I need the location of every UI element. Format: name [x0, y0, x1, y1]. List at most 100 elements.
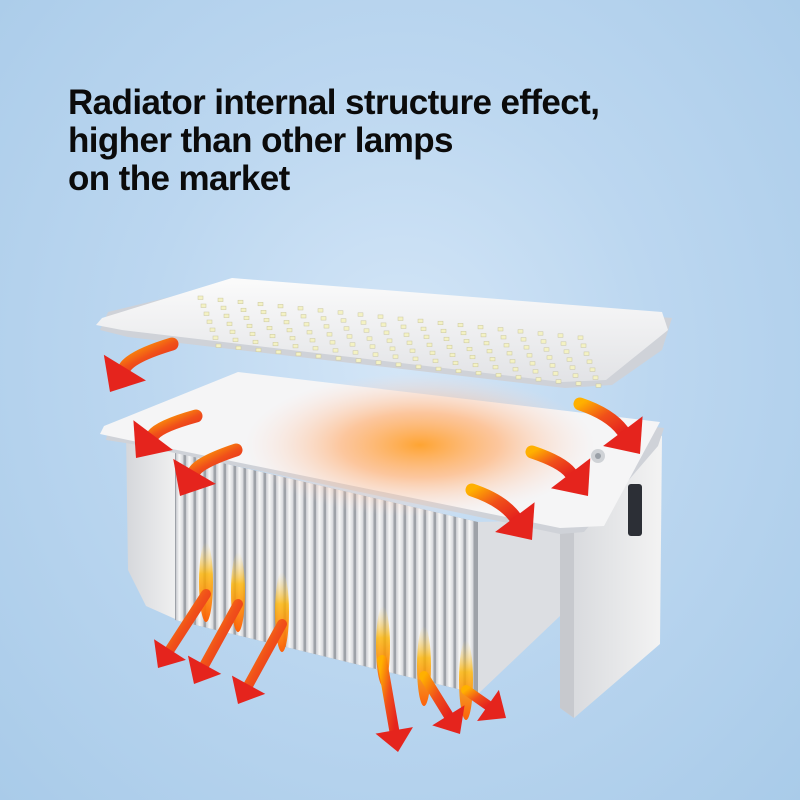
led-chip — [360, 320, 367, 325]
led-chip — [249, 331, 256, 336]
led-chip — [566, 357, 573, 362]
led-chip — [440, 328, 447, 333]
heat-arrow — [419, 671, 465, 734]
led-chip — [589, 367, 596, 372]
led-chip — [255, 347, 262, 352]
led-chip — [340, 318, 347, 323]
led-chip — [297, 306, 304, 311]
led-chip — [580, 343, 587, 348]
led-chip — [512, 367, 519, 372]
led-chip — [563, 349, 570, 354]
led-chip — [532, 369, 539, 374]
led-chip — [569, 365, 576, 370]
led-chip — [337, 310, 344, 315]
led-chip — [540, 339, 547, 344]
led-chip — [372, 352, 379, 357]
fin — [366, 489, 374, 694]
headline-line-1: Radiator internal structure effect, — [68, 83, 600, 122]
led-chip — [429, 350, 436, 355]
headline-line-3: on the market — [68, 159, 290, 198]
fin — [266, 466, 274, 694]
led-chip — [560, 341, 567, 346]
fin — [226, 457, 234, 688]
fin — [216, 455, 224, 686]
led-chip — [443, 336, 450, 341]
led-chip — [380, 322, 387, 327]
heat-arrow — [187, 599, 243, 684]
led-chip — [477, 325, 484, 330]
led-chip — [543, 347, 550, 352]
led-chip — [515, 375, 522, 380]
led-chip — [503, 343, 510, 348]
led-chip — [292, 344, 299, 349]
led-chip — [386, 338, 393, 343]
led-chip — [223, 313, 230, 318]
led-chip — [446, 344, 453, 349]
led-chip — [572, 373, 579, 378]
led-chip — [369, 344, 376, 349]
heatsink-top-plate — [100, 372, 664, 534]
led-chip — [492, 365, 499, 370]
led-chip — [246, 323, 253, 328]
led-chip — [392, 354, 399, 359]
led-chip — [412, 356, 419, 361]
led-chip — [406, 340, 413, 345]
led-chip — [275, 350, 282, 355]
led-chip — [306, 330, 313, 335]
led-chip — [500, 335, 507, 340]
fin — [436, 506, 444, 694]
led-chip — [423, 334, 430, 339]
fin — [446, 508, 454, 694]
led-chip — [575, 381, 582, 386]
fin — [346, 485, 354, 694]
heat-flow-arrows — [103, 337, 643, 752]
led-chip — [375, 360, 382, 365]
led-chip — [220, 305, 227, 310]
fin — [396, 496, 404, 694]
led-chip — [509, 359, 516, 364]
led-chip — [206, 319, 213, 324]
flame — [417, 626, 431, 706]
led-chip — [457, 323, 464, 328]
led-chip — [269, 334, 276, 339]
led-chip — [352, 350, 359, 355]
led-chip — [537, 331, 544, 336]
led-chip — [449, 352, 456, 357]
fin — [456, 510, 464, 694]
fin — [286, 471, 294, 694]
led-chip — [303, 322, 310, 327]
led-chip — [355, 358, 362, 363]
led-chip — [583, 351, 590, 356]
fin — [426, 503, 434, 694]
led-chip — [426, 342, 433, 347]
led-chip — [326, 332, 333, 337]
led-chip — [415, 364, 422, 369]
led-chip — [466, 347, 473, 352]
led-chip — [483, 341, 490, 346]
led-chip — [315, 354, 322, 359]
led-chip — [475, 371, 482, 376]
led-chip — [200, 303, 207, 308]
led-chip — [309, 338, 316, 343]
led-chip — [595, 383, 602, 388]
led-chip — [346, 334, 353, 339]
fin — [176, 452, 184, 677]
led-chip — [217, 297, 224, 302]
heat-arrow — [375, 655, 413, 752]
led-chip — [432, 358, 439, 363]
led-chip — [280, 312, 287, 317]
led-chip — [383, 330, 390, 335]
led-chip — [329, 340, 336, 345]
led-chip — [497, 327, 504, 332]
led-chip — [320, 316, 327, 321]
fin — [316, 478, 324, 694]
led-chip — [243, 315, 250, 320]
led-chip — [263, 318, 270, 323]
led-chip — [586, 359, 593, 364]
led-chip — [546, 355, 553, 360]
heat-arrow — [573, 397, 643, 454]
led-chip — [252, 339, 259, 344]
led-chip — [389, 346, 396, 351]
